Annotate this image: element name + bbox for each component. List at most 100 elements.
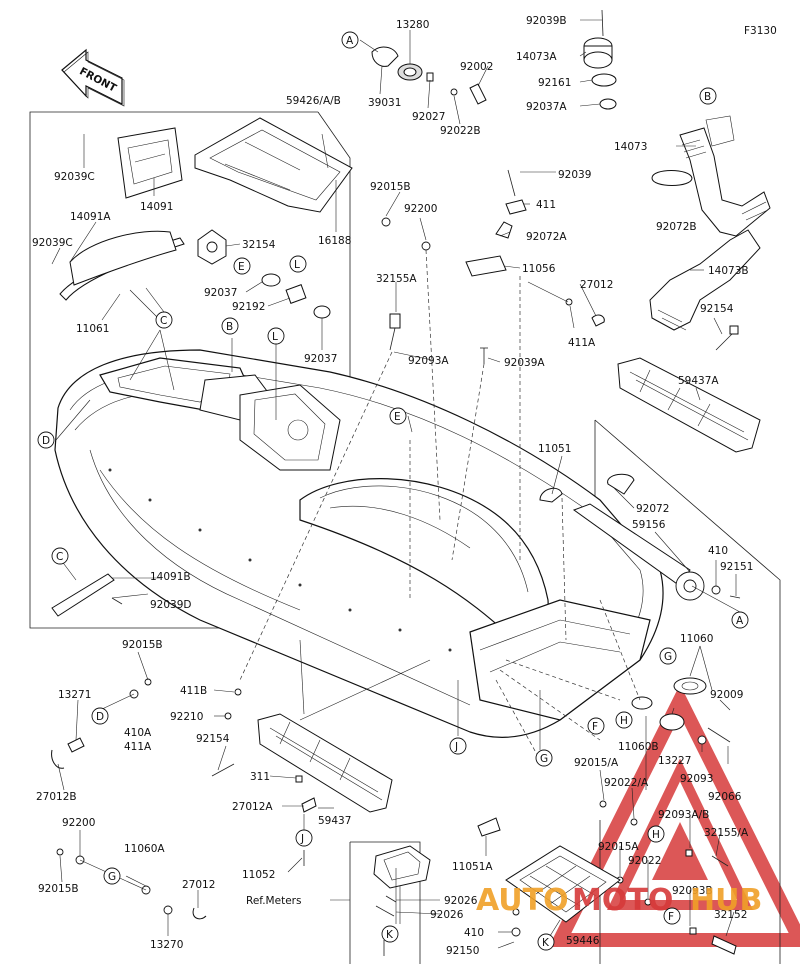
label-92039B: 92039B bbox=[526, 15, 567, 27]
label-92093: 92093 bbox=[680, 773, 713, 785]
part-92072 bbox=[607, 473, 635, 495]
svg-text:H: H bbox=[620, 715, 628, 727]
svg-text:E: E bbox=[394, 411, 401, 423]
label-411: 411 bbox=[536, 199, 556, 211]
label-92026-2: 92026 bbox=[430, 909, 464, 921]
label-92200-1: 92200 bbox=[404, 203, 437, 215]
label-92039: 92039 bbox=[558, 169, 591, 181]
callout-D-left: D bbox=[91, 707, 109, 725]
svg-text:D: D bbox=[96, 711, 104, 723]
watermark-text: AUTO MOTO HUB bbox=[476, 883, 762, 918]
svg-text:HUB: HUB bbox=[690, 883, 762, 918]
label-32155A: 32155A bbox=[376, 273, 417, 285]
part-59446-grate bbox=[505, 845, 621, 937]
svg-text:B: B bbox=[704, 91, 711, 103]
label-311: 311 bbox=[250, 771, 270, 783]
part-14091B bbox=[51, 573, 123, 617]
part-14073-hose bbox=[679, 115, 771, 237]
dashed-leaders bbox=[239, 249, 641, 761]
label-92072: 92072 bbox=[636, 503, 669, 515]
label-92022A: 92022/A bbox=[604, 777, 649, 789]
part-11060-gasket bbox=[673, 677, 707, 695]
label-27012-2: 27012 bbox=[182, 879, 215, 891]
label-39031: 39031 bbox=[368, 97, 401, 109]
callout-A-top: A bbox=[341, 31, 359, 49]
part-32155A bbox=[389, 313, 401, 351]
label-14073B: 14073B bbox=[708, 265, 749, 277]
label-92093AB: 92093A/B bbox=[658, 809, 709, 821]
callout-G-stern: G bbox=[659, 647, 677, 665]
callout-B-hull: B bbox=[221, 317, 239, 335]
label-14073: 14073 bbox=[614, 141, 647, 153]
svg-text:L: L bbox=[294, 259, 300, 271]
label-59437A: 59437A bbox=[678, 375, 719, 387]
label-92039D: 92039D bbox=[150, 599, 192, 611]
svg-text:F: F bbox=[668, 911, 674, 923]
svg-text:H: H bbox=[652, 829, 660, 841]
label-92210: 92210 bbox=[170, 711, 203, 723]
part-14073A bbox=[583, 9, 617, 110]
watermark-logo bbox=[548, 684, 800, 947]
label-92161: 92161 bbox=[538, 77, 571, 89]
part-59156-pipe bbox=[572, 503, 741, 601]
part-92039A bbox=[480, 347, 488, 364]
label-92039C-2: 92039C bbox=[32, 237, 73, 249]
label-14091: 14091 bbox=[140, 201, 173, 213]
svg-text:B: B bbox=[226, 321, 233, 333]
label-92093B: 92093B bbox=[672, 885, 713, 897]
label-ref-meters: Ref.Meters bbox=[246, 895, 301, 907]
callout-C-left: C bbox=[51, 547, 69, 565]
label-59156: 59156 bbox=[632, 519, 666, 531]
label-13227: 13227 bbox=[658, 755, 691, 767]
label-16188: 16188 bbox=[318, 235, 351, 247]
label-92027: 92027 bbox=[412, 111, 445, 123]
label-14073A: 14073A bbox=[516, 51, 557, 63]
part-13280 bbox=[397, 63, 423, 81]
callout-H-stern: H bbox=[615, 711, 633, 729]
callout-G-mid: G bbox=[535, 749, 553, 767]
label-92093A: 92093A bbox=[408, 355, 449, 367]
label-92009: 92009 bbox=[710, 689, 743, 701]
label-14091A: 14091A bbox=[70, 211, 111, 223]
label-92150: 92150 bbox=[446, 945, 479, 957]
callout-H-right: H bbox=[647, 825, 665, 843]
part-11060B-13227 bbox=[631, 696, 731, 745]
label-11056: 11056 bbox=[522, 263, 556, 275]
part-meters-assembly bbox=[373, 845, 431, 956]
label-410-1: 410 bbox=[708, 545, 728, 557]
part-92200-washer bbox=[381, 217, 431, 251]
leader-lines bbox=[51, 19, 741, 949]
part-11051 bbox=[539, 487, 563, 503]
svg-text:E: E bbox=[238, 261, 245, 273]
front-arrow-icon: FRONT bbox=[61, 48, 125, 107]
part-92154-bolt bbox=[715, 325, 739, 351]
label-92022B: 92022B bbox=[440, 125, 481, 137]
label-32154: 32154 bbox=[242, 239, 276, 251]
diagram-code: F3130 bbox=[744, 25, 777, 37]
label-92015B-1: 92015B bbox=[370, 181, 411, 193]
label-11060: 11060 bbox=[680, 633, 713, 645]
label-11061: 11061 bbox=[76, 323, 109, 335]
label-32155A-2: 32155/A bbox=[704, 827, 749, 839]
label-92015A: 92015/A bbox=[574, 757, 619, 769]
label-32152: 32152 bbox=[714, 909, 747, 921]
part-11061-gasket bbox=[59, 230, 185, 301]
label-92037-1: 92037 bbox=[204, 287, 237, 299]
part-59426-tray bbox=[194, 117, 353, 213]
part-92037-92192 bbox=[261, 273, 331, 319]
label-92022: 92022 bbox=[628, 855, 661, 867]
label-27012B: 27012B bbox=[36, 791, 77, 803]
callout-E-top: E bbox=[233, 257, 251, 275]
label-13270: 13270 bbox=[150, 939, 183, 951]
label-92154-1: 92154 bbox=[700, 303, 734, 315]
part-92072B bbox=[651, 170, 693, 186]
svg-text:K: K bbox=[386, 929, 394, 941]
label-59446: 59446 bbox=[566, 935, 600, 947]
part-14091-lid bbox=[117, 127, 183, 199]
callout-J-hull: J bbox=[449, 737, 467, 755]
hull-body bbox=[54, 349, 664, 738]
svg-text:A: A bbox=[346, 35, 354, 47]
label-92015B-3: 92015B bbox=[38, 883, 79, 895]
